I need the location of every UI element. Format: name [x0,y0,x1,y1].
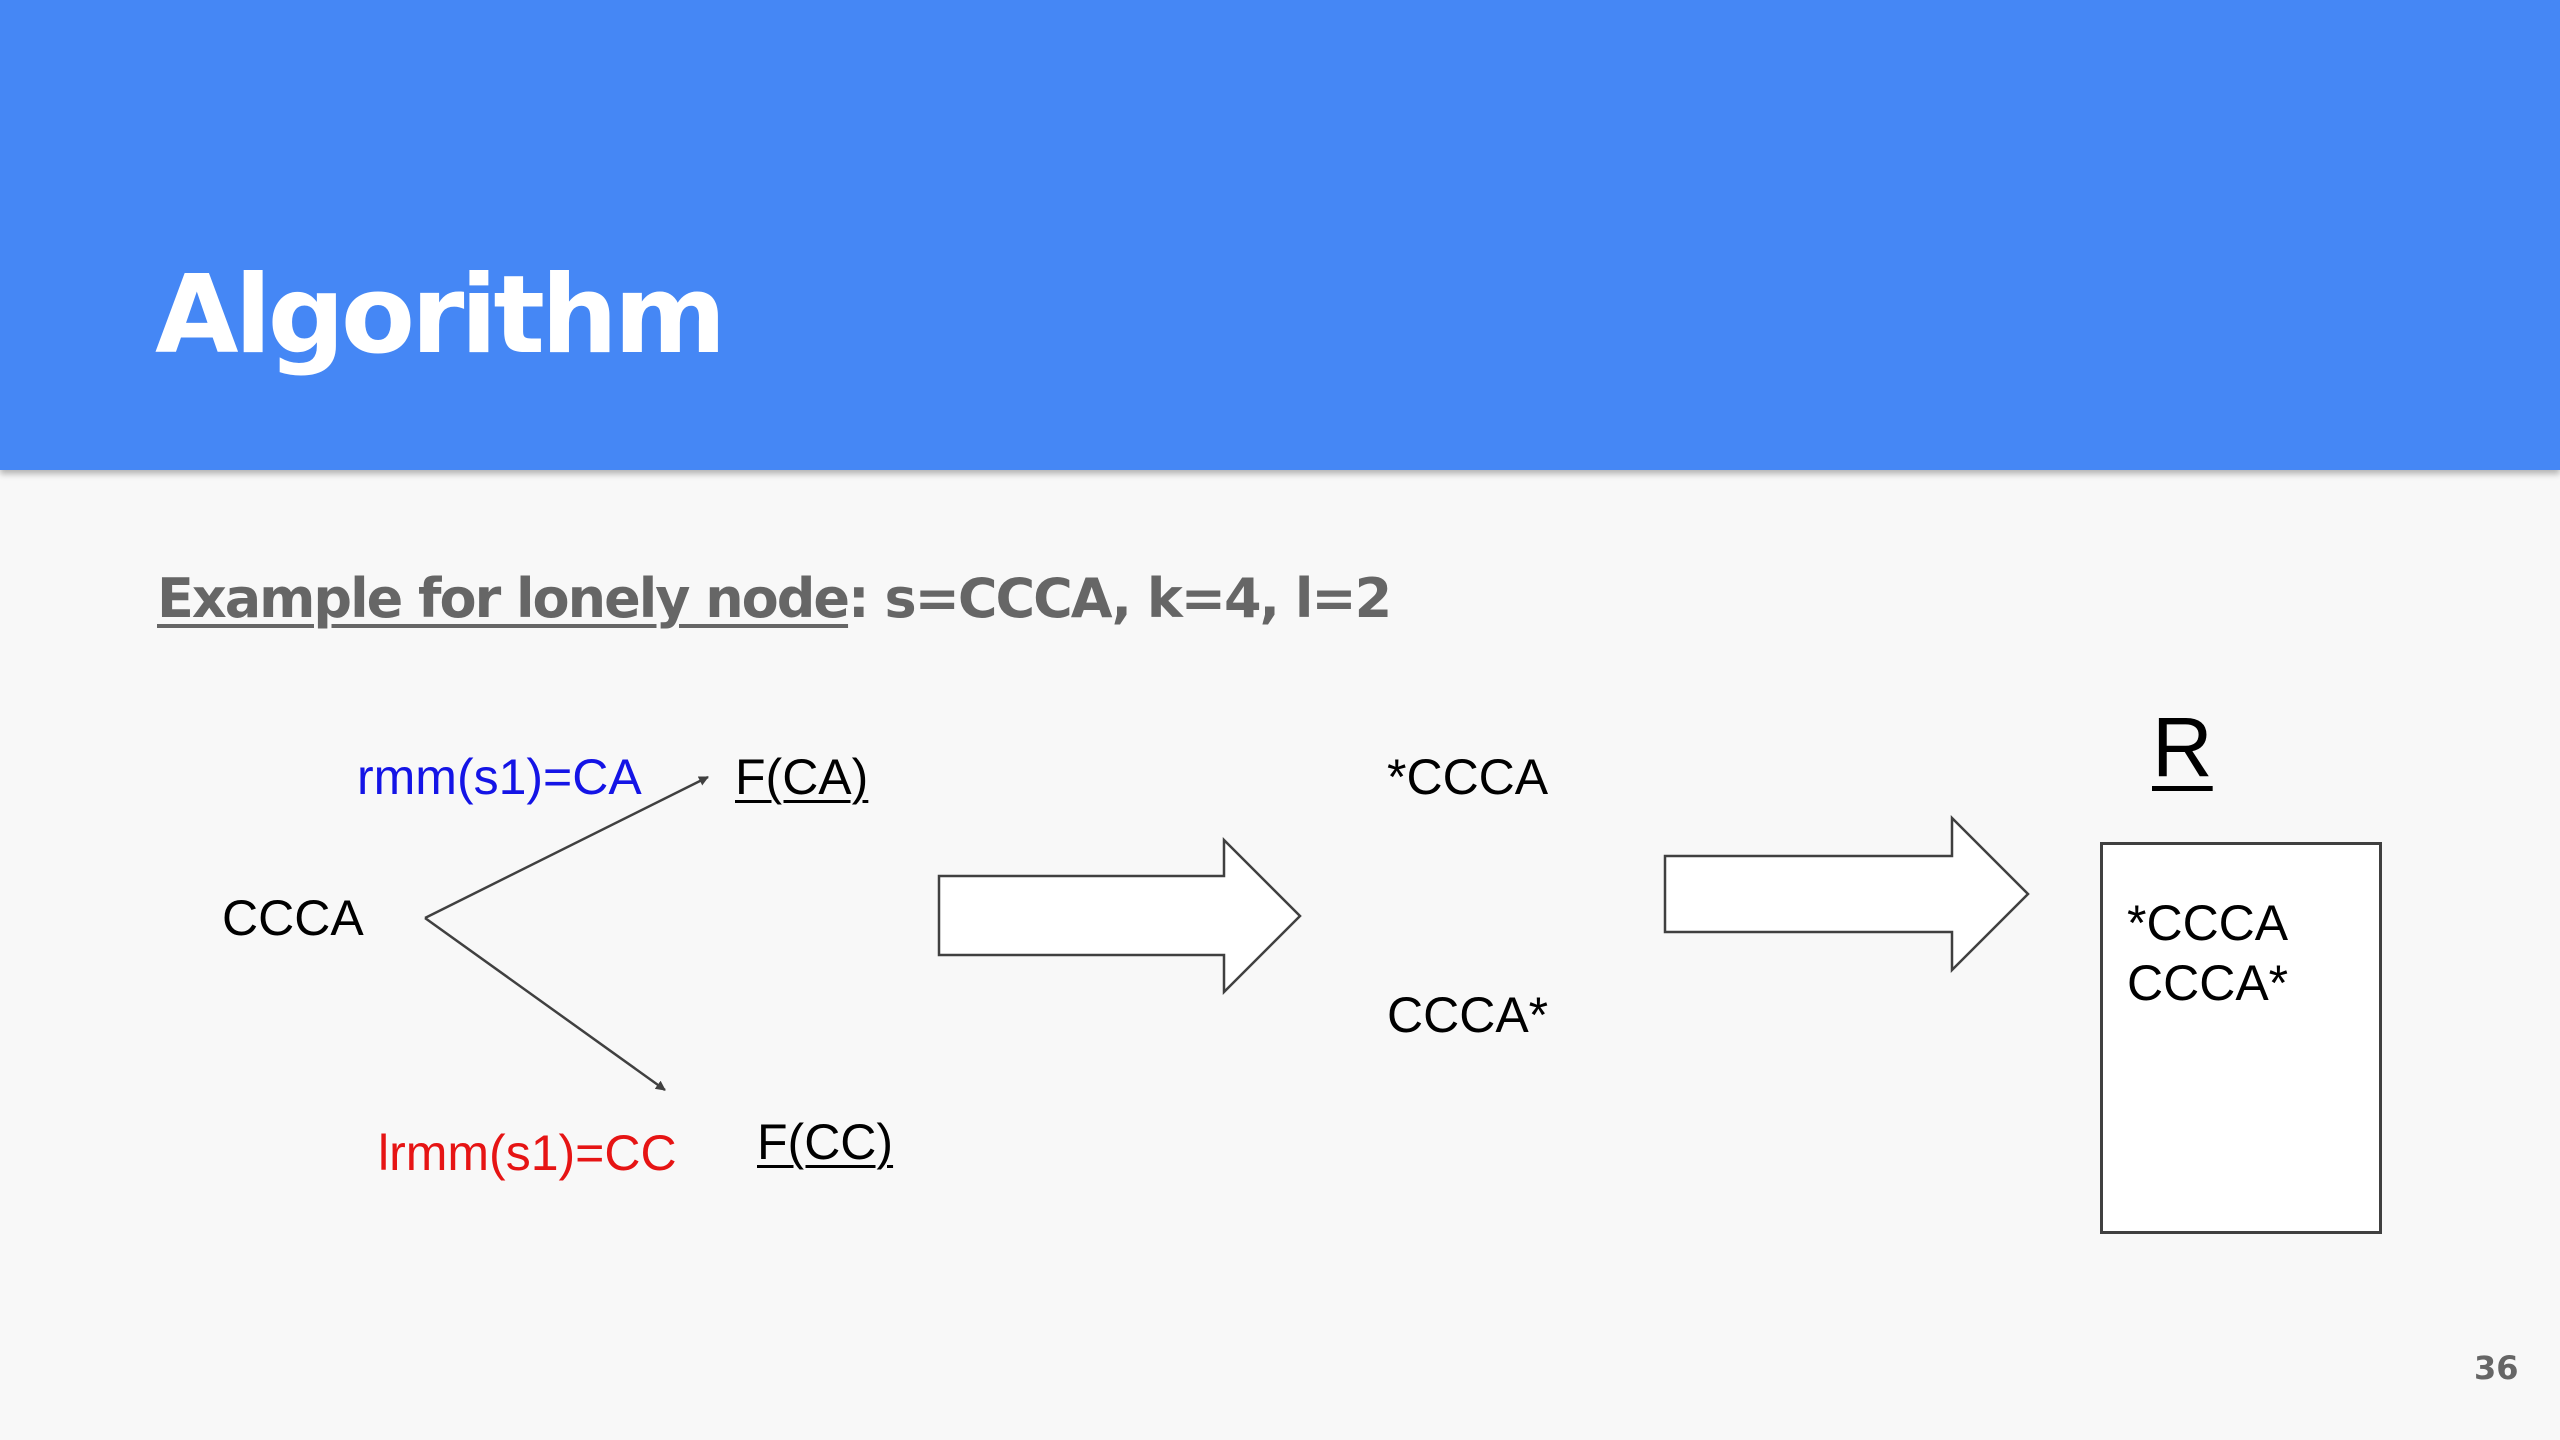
slide-title: Algorithm [155,253,726,378]
star-right-label: CCCA* [1387,987,1549,1043]
result-item: *CCCA [2127,895,2289,951]
big-arrow-1 [937,836,1302,996]
lrmm-label: lrmm(s1)=CC [378,1125,677,1181]
result-item: CCCA* [2127,955,2289,1011]
f-ca-label: F(CA) [735,749,869,805]
slide-subtitle: Example for lonely node: s=CCCA, k=4, l=… [157,572,1392,626]
branch-line-up [424,775,709,920]
input-string-label: CCCA [222,890,364,946]
f-cc-label: F(CC) [757,1114,894,1170]
rmm-label: rmm(s1)=CA [357,749,642,805]
star-left-label: *CCCA [1387,749,1549,805]
result-set-box [2100,842,2382,1234]
header-bar: Algorithm [0,0,2560,470]
subtitle-underlined: Example for lonely node [157,567,850,630]
subtitle-rest: : s=CCCA, k=4, l=2 [848,567,1392,630]
result-set-label: R [2152,700,2213,794]
big-arrow-2 [1663,814,2030,974]
page-number: 36 [2474,1349,2519,1387]
result-set-items: *CCCA CCCA* [2127,893,2288,1013]
branch-line-down [424,916,666,1092]
